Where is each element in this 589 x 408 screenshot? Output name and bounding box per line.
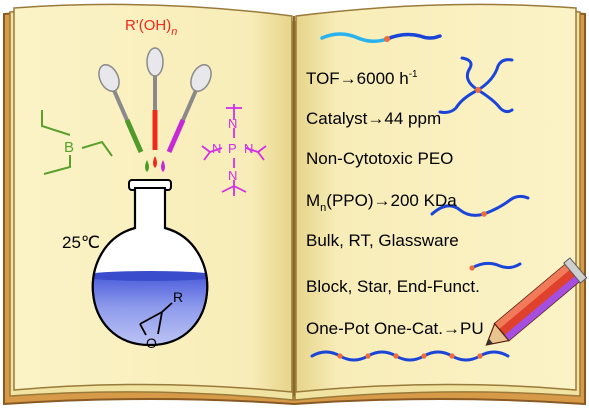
drop-magenta xyxy=(161,160,165,172)
reagent-label: R'(OH)n xyxy=(125,17,177,38)
base-n-left: N xyxy=(212,141,221,156)
feature-bulk: Bulk, RT, Glassware xyxy=(306,231,459,250)
epoxide-o-label: O xyxy=(146,335,157,351)
base-p-atom: P xyxy=(228,141,237,156)
feature-one-pot: One-Pot One-Cat.→PU xyxy=(306,319,484,338)
right-page xyxy=(295,3,577,393)
base-n-top: N xyxy=(228,116,237,131)
polymer-chain-middle xyxy=(430,194,530,217)
epoxide-structure xyxy=(139,302,173,336)
swab-middle xyxy=(146,47,164,150)
feature-block-star: Block, Star, End-Funct. xyxy=(306,277,480,296)
reagent-prefix: R' xyxy=(125,17,139,34)
temperature-label: 25℃ xyxy=(62,233,100,252)
polymer-chain-small xyxy=(469,261,522,271)
polymer-chain-top xyxy=(320,32,442,43)
star-polymer xyxy=(438,56,514,114)
borane-atom: B xyxy=(64,139,74,156)
polymer-chain-bottom-junctions xyxy=(337,353,483,359)
drop-green xyxy=(145,160,149,172)
feature-mn-ppo: Mn(PPO)→200 KDa xyxy=(306,191,457,214)
feature-list: TOF→6000 h-1 Catalyst→44 ppm Non-Cytotox… xyxy=(306,69,484,338)
base-n-right: N xyxy=(244,141,253,156)
polymer-chain-bottom xyxy=(310,350,510,362)
swab-right xyxy=(166,64,212,154)
feature-tof-sup: -1 xyxy=(409,69,418,80)
swab-left xyxy=(98,64,144,154)
epoxide-r-label: R xyxy=(173,289,183,305)
reagent-subscript: n xyxy=(171,26,177,38)
reagent-group: (OH) xyxy=(139,17,172,34)
feature-peo: Non-Cytotoxic PEO xyxy=(306,149,453,168)
triethylborane-structure xyxy=(41,110,113,175)
feature-tof: TOF→6000 h-1 xyxy=(306,69,418,88)
feature-catalyst: Catalyst→44 ppm xyxy=(306,109,441,128)
drop-red xyxy=(153,156,157,168)
feature-mn-sub: n xyxy=(320,202,326,214)
feature-tof-text: TOF→6000 h xyxy=(306,69,409,88)
base-n-bottom: N xyxy=(228,168,237,183)
round-bottom-flask xyxy=(91,179,209,347)
feature-mn-rest: (PPO)→200 KDa xyxy=(326,191,457,210)
pencil-icon xyxy=(485,257,588,346)
feature-mn-main: M xyxy=(306,191,320,210)
phosphazene-base-structure xyxy=(201,104,267,196)
